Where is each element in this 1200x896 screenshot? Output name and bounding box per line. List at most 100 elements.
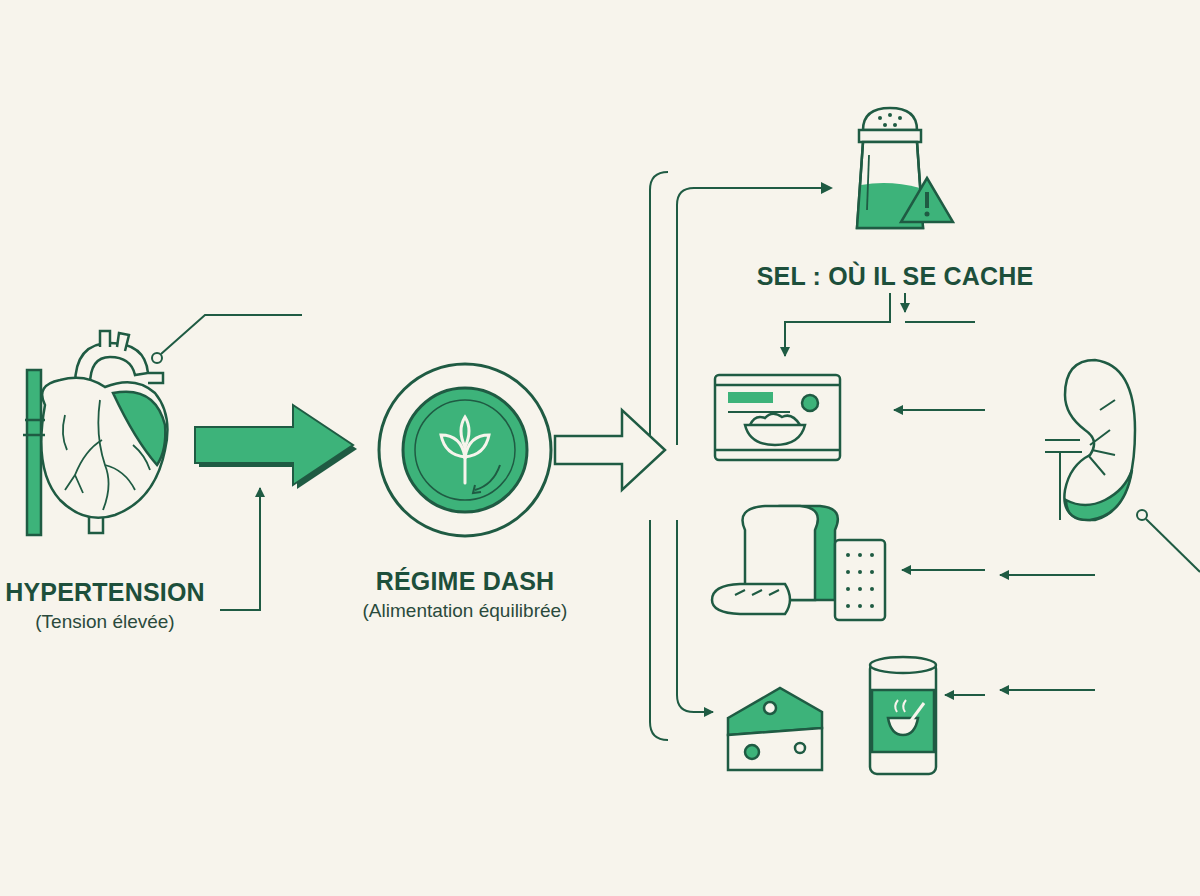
outline-arrow (555, 410, 665, 490)
bread-icon-part-part (870, 553, 874, 557)
heart-illustration-part-part (27, 370, 41, 535)
bread-icon-part-part (846, 587, 850, 591)
dash-emblem-part (403, 388, 527, 512)
bread-icon-part-part (870, 604, 874, 608)
salt-shaker-icon-part (878, 113, 902, 127)
canned-soup-icon-part (870, 662, 936, 774)
heart-illustration-part (63, 400, 150, 510)
salt-shaker-icon-part-part (859, 130, 921, 142)
dash-emblem-part-part (461, 417, 469, 447)
canned-soup-icon (870, 657, 936, 774)
cheese-icon-part (795, 743, 805, 753)
ready-meal-icon-part (750, 414, 800, 425)
bread-icon-part-part (870, 587, 874, 591)
kidney-icon (1045, 360, 1135, 520)
bread-icon-part (735, 590, 779, 595)
heart-illustration-part-part (23, 420, 45, 435)
node-icon (5, 325, 205, 540)
connector-line (677, 188, 829, 445)
bread-icon (712, 506, 885, 620)
arrow-shadow (199, 409, 357, 489)
heart-illustration-part-part (148, 373, 163, 383)
ready-meal-icon-part (715, 384, 840, 387)
dash-emblem-part (473, 485, 481, 493)
node-subtitle: (Alimentation équilibrée) (363, 600, 568, 622)
ready-meal-icon-part (802, 395, 818, 411)
bread-icon-part-part (858, 553, 862, 557)
salt-shaker-icon-part-part (898, 116, 902, 120)
leader-lines (152, 172, 1200, 740)
dash-emblem-part (415, 400, 515, 500)
ready-meal-icon (715, 375, 840, 460)
node-title: HYPERTENSION (5, 578, 205, 607)
leader-lines-part (1000, 689, 1095, 691)
node-icon (835, 100, 955, 240)
connector (195, 405, 357, 489)
salt-shaker-icon-part-part (878, 116, 882, 120)
heart-illustration-part-part (65, 440, 102, 493)
ready-meal-icon-part (728, 411, 790, 413)
dash-emblem (335, 355, 595, 545)
node-subtitle: (Tension élevée) (35, 611, 174, 633)
leader-lines-part (220, 488, 260, 610)
heart-illustration-part-part (105, 445, 150, 490)
node-title: SEL : OÙ IL SE CACHE (757, 262, 1034, 291)
bread-icon-part (846, 553, 874, 608)
cheese-icon-part (728, 728, 822, 770)
ready-meal-icon-part (728, 392, 773, 403)
salt-shaker-icon-part-part (863, 108, 917, 130)
leader-lines-part (894, 409, 985, 411)
heart-illustration-part-part (63, 415, 67, 450)
node-title: RÉGIME DASH (376, 567, 555, 596)
leader-lines-part (905, 321, 975, 323)
bread-icon-part-part (846, 570, 850, 574)
hypertension-node: HYPERTENSION (Tension élevée) (5, 325, 205, 633)
leader-lines-part (1137, 510, 1147, 520)
cheese-icon (728, 688, 822, 770)
leader-lines-part (161, 315, 302, 354)
heart-illustration-part-part (113, 392, 165, 465)
salt-shaker-icon-part-part (888, 113, 892, 117)
heart-illustration-part-part (98, 400, 108, 510)
salt-shaker-icon (835, 100, 955, 240)
leader-lines-part (1000, 574, 1095, 576)
leader-lines-part (902, 569, 985, 571)
canned-soup-icon-part (910, 703, 924, 722)
leader-lines-part (152, 353, 162, 363)
salt-shaker-icon-part (857, 108, 953, 228)
node-icon (335, 355, 595, 545)
leader-lines-part (945, 694, 985, 696)
bread-icon-part (712, 584, 790, 614)
bread-icon-part-part (858, 570, 862, 574)
heart-illustration (5, 325, 205, 540)
canned-soup-icon-part (870, 657, 936, 673)
kidney-icon-part (1066, 470, 1132, 520)
cheese-icon-part (764, 702, 776, 714)
bread-icon-part-part (846, 553, 850, 557)
heart-illustration-part (23, 331, 167, 535)
leader-lines-part (677, 520, 713, 712)
kidney-icon-part (1045, 440, 1082, 520)
dash-emblem-part (475, 465, 500, 490)
ready-meal-icon-part (715, 375, 840, 460)
salt-node: SEL : OÙ IL SE CACHE (835, 100, 955, 291)
canned-soup-icon-part (895, 700, 906, 712)
salt-shaker-icon-part (925, 212, 930, 217)
canned-soup-icon-part (888, 718, 918, 735)
leader-lines-part (1146, 519, 1200, 572)
bread-icon-part-part (858, 604, 862, 608)
leader-lines-part (650, 520, 668, 740)
dash-emblem-part (441, 417, 489, 483)
ready-meal-icon-part (715, 449, 840, 452)
salt-shaker-icon-part (925, 192, 929, 208)
salt-shaker-icon-part-part (893, 123, 897, 127)
ready-meal-icon-part (745, 425, 805, 445)
heart-illustration-part-part (41, 378, 167, 518)
block-arrow (195, 405, 353, 485)
canned-soup-icon-part (872, 690, 934, 752)
bread-icon-part (835, 540, 885, 620)
heart-illustration-part-part (100, 331, 129, 351)
